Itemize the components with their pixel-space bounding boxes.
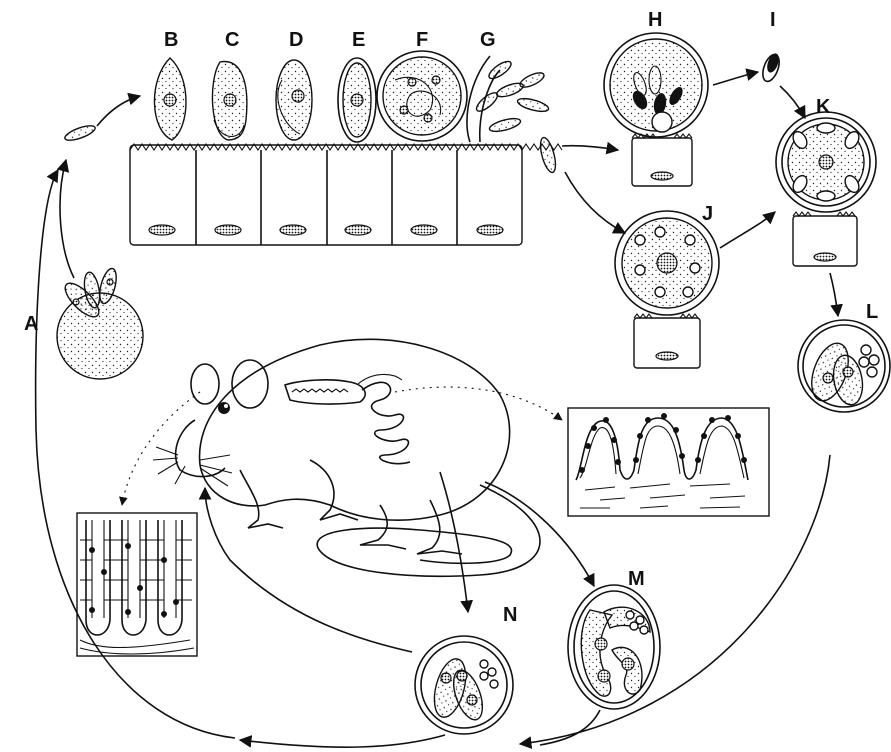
host-nucleus	[477, 225, 503, 235]
stage-l-oocyst	[798, 320, 890, 412]
stage-h-microgamont	[604, 33, 708, 186]
stage-i-microgamete	[760, 52, 783, 84]
epithelium-row	[130, 144, 562, 245]
stage-m-oocyst	[568, 585, 660, 709]
stage-k-zygote	[776, 112, 876, 266]
stage-f-multinucleate	[377, 51, 467, 141]
label-a: A	[24, 313, 38, 335]
label-i: I	[770, 9, 776, 31]
villi-inset	[568, 408, 769, 516]
label-n: N	[503, 604, 517, 626]
stage-c-encysting	[212, 62, 246, 140]
stage-n-oocyst	[415, 636, 513, 734]
label-j: J	[702, 203, 713, 225]
label-f: F	[416, 29, 428, 51]
host-nucleus	[280, 225, 306, 235]
stage-a-excystation	[57, 267, 143, 379]
label-m: M	[628, 568, 645, 590]
free-merozoite	[538, 136, 559, 174]
label-k: K	[816, 96, 831, 118]
stage-d-encysting	[276, 60, 312, 140]
stage-j-macrogamont	[615, 211, 719, 368]
host-nucleus	[345, 225, 371, 235]
label-c: C	[225, 29, 239, 51]
label-g: G	[480, 29, 496, 51]
epithelial-cell-strip	[130, 145, 522, 245]
stage-b-trophozoite	[154, 58, 186, 140]
host-nucleus	[411, 225, 437, 235]
stage-e-cyst	[338, 58, 376, 142]
free-sporozoite	[63, 123, 96, 143]
villi-inset-frame	[568, 408, 769, 516]
host-nucleus	[149, 225, 175, 235]
rat-host	[153, 339, 540, 576]
label-d: D	[289, 29, 303, 51]
label-e: E	[352, 29, 365, 51]
host-nucleus	[215, 225, 241, 235]
crypt-inset	[77, 513, 197, 656]
stage-g-release	[467, 56, 550, 142]
label-h: H	[648, 9, 662, 31]
label-b: B	[164, 29, 178, 51]
label-l: L	[866, 301, 878, 323]
